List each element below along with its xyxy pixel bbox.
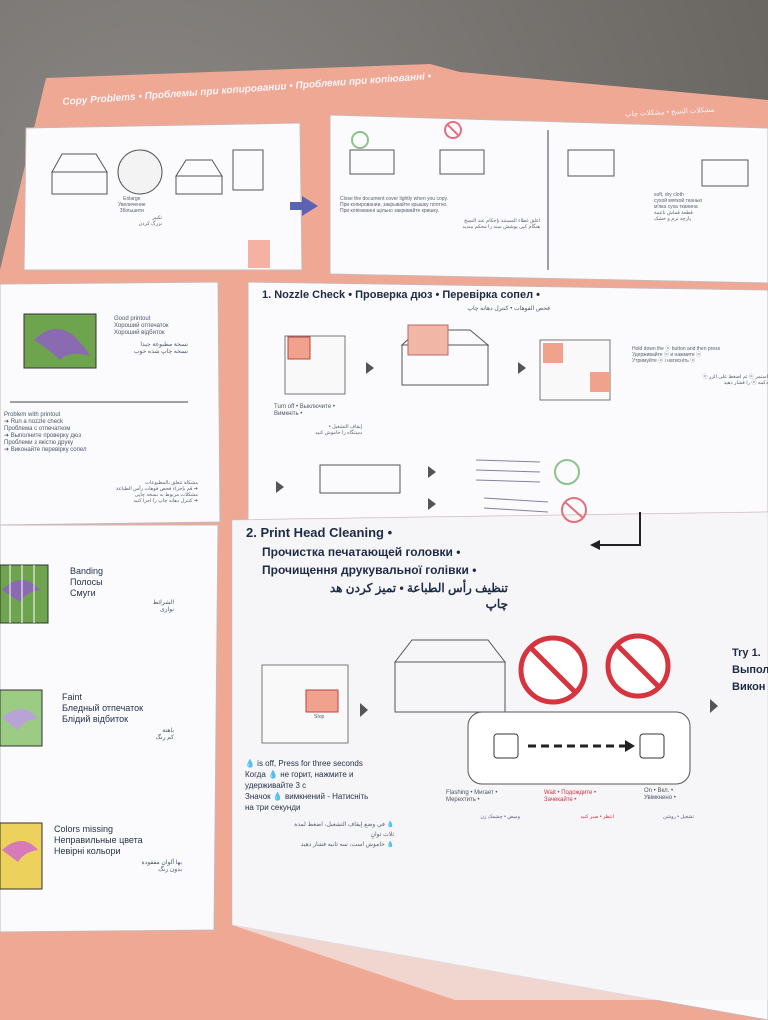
good-printout-label: Good printout Хороший отпечаток Хороший …: [114, 316, 169, 336]
banding-label-rtl: الشرائط نواری: [152, 600, 174, 613]
problem-printout-label-rtl: مشكلة تتعلق بالمطبوعات ➜ قم بإجراء فحص ف…: [116, 480, 198, 504]
colors-missing-label-rtl: بها ألوان مفقودة بدون رنگ: [141, 860, 182, 873]
on-label: On • Вкл. • Увімкнено •: [644, 788, 676, 801]
flashing-label-rtl: وميض • چشمک زن: [480, 814, 520, 820]
colors-missing-label: Colors missing Неправильные цвета Невірн…: [54, 824, 143, 856]
print-head-cleaning-title-uk: Прочищення друкувальної голівки •: [262, 563, 477, 577]
paper-sheet-icon: [407, 324, 449, 356]
nozzle-check-title-rtl: فحص الفوهات • کنترل دهانه چاپ: [467, 306, 550, 312]
soft-cloth-text: soft, dry cloth сухой мягкой тканью м'як…: [654, 192, 703, 222]
no-circle: [444, 121, 462, 139]
stop-button-label: Stop: [314, 714, 325, 720]
problems-panel: [0, 524, 219, 933]
arrows: [276, 196, 718, 717]
wait-label-rtl: انتظر • صبر کنید: [580, 814, 614, 820]
try-step-label: Try 1. Выпол Викон: [732, 647, 768, 693]
ok-circle: [351, 131, 369, 149]
press-three-seconds-text: 💧 is off, Press for three seconds Когда …: [245, 759, 369, 812]
faint-label: Faint Бледный отпечаток Блідий відбиток: [62, 692, 144, 724]
close-cover-text-rtl: اغلق غطاء المستند بإحكام عند النسخ هنگام…: [462, 218, 540, 230]
nozzle-check-title: 1. Nozzle Check • Проверка дюз • Перевір…: [262, 289, 540, 301]
faint-label-rtl: باهتة کم رنگ: [155, 728, 174, 741]
enlarge-label-rtl: تكبير بزرگ کردن: [138, 215, 162, 227]
print-head-cleaning-title-ru: Прочистка печатающей головки •: [262, 545, 461, 559]
nozzle-pattern: [475, 459, 549, 513]
on-label-rtl: تشغيل • روشن: [663, 814, 694, 820]
banding-label: Banding Полосы Смуги: [70, 566, 104, 598]
flashing-label: Flashing • Мигает • Мерехтить •: [446, 790, 498, 803]
print-head-cleaning-title: 2. Print Head Cleaning •: [246, 525, 393, 540]
turn-off-label: Turn off • Выключите • Вимкніть •: [274, 404, 335, 417]
press-three-seconds-text-rtl: 💧 في وضع إيقاف التشغيل، اضغط لمدة ثلاث ث…: [294, 822, 394, 848]
power-sequence-box: [467, 711, 691, 785]
turn-off-label-rtl: إيقاف التشغيل • دستگاه را خاموش کنید: [315, 424, 362, 436]
printer-drawings: [51, 149, 749, 713]
enlarge-label: Enlarge Увеличение Збільшити: [118, 196, 146, 214]
close-cover-text: Close the document cover lightly when yo…: [340, 196, 449, 214]
problem-printout-label: Problem with printout ➜ Run a nozzle che…: [4, 412, 87, 453]
good-printout-label-rtl: نسخة مطبوعة جيدا نسخه چاپ شده خوب: [133, 342, 188, 355]
hold-down-label: Hold down the ⓞ button and then press Уд…: [632, 346, 721, 364]
hold-down-label-rtl: استمر ⓞ ثم اضغط على الزر ⓞ دکمه ⓞ را فشا…: [702, 374, 768, 386]
print-head-cleaning-title-rtl: تنظيف رأس الطباعة • تميز كردن هد چاپ: [329, 581, 508, 611]
wait-label: Wait • Подождите • Зачекайте •: [544, 790, 597, 803]
nozzle-panel: [247, 281, 768, 525]
